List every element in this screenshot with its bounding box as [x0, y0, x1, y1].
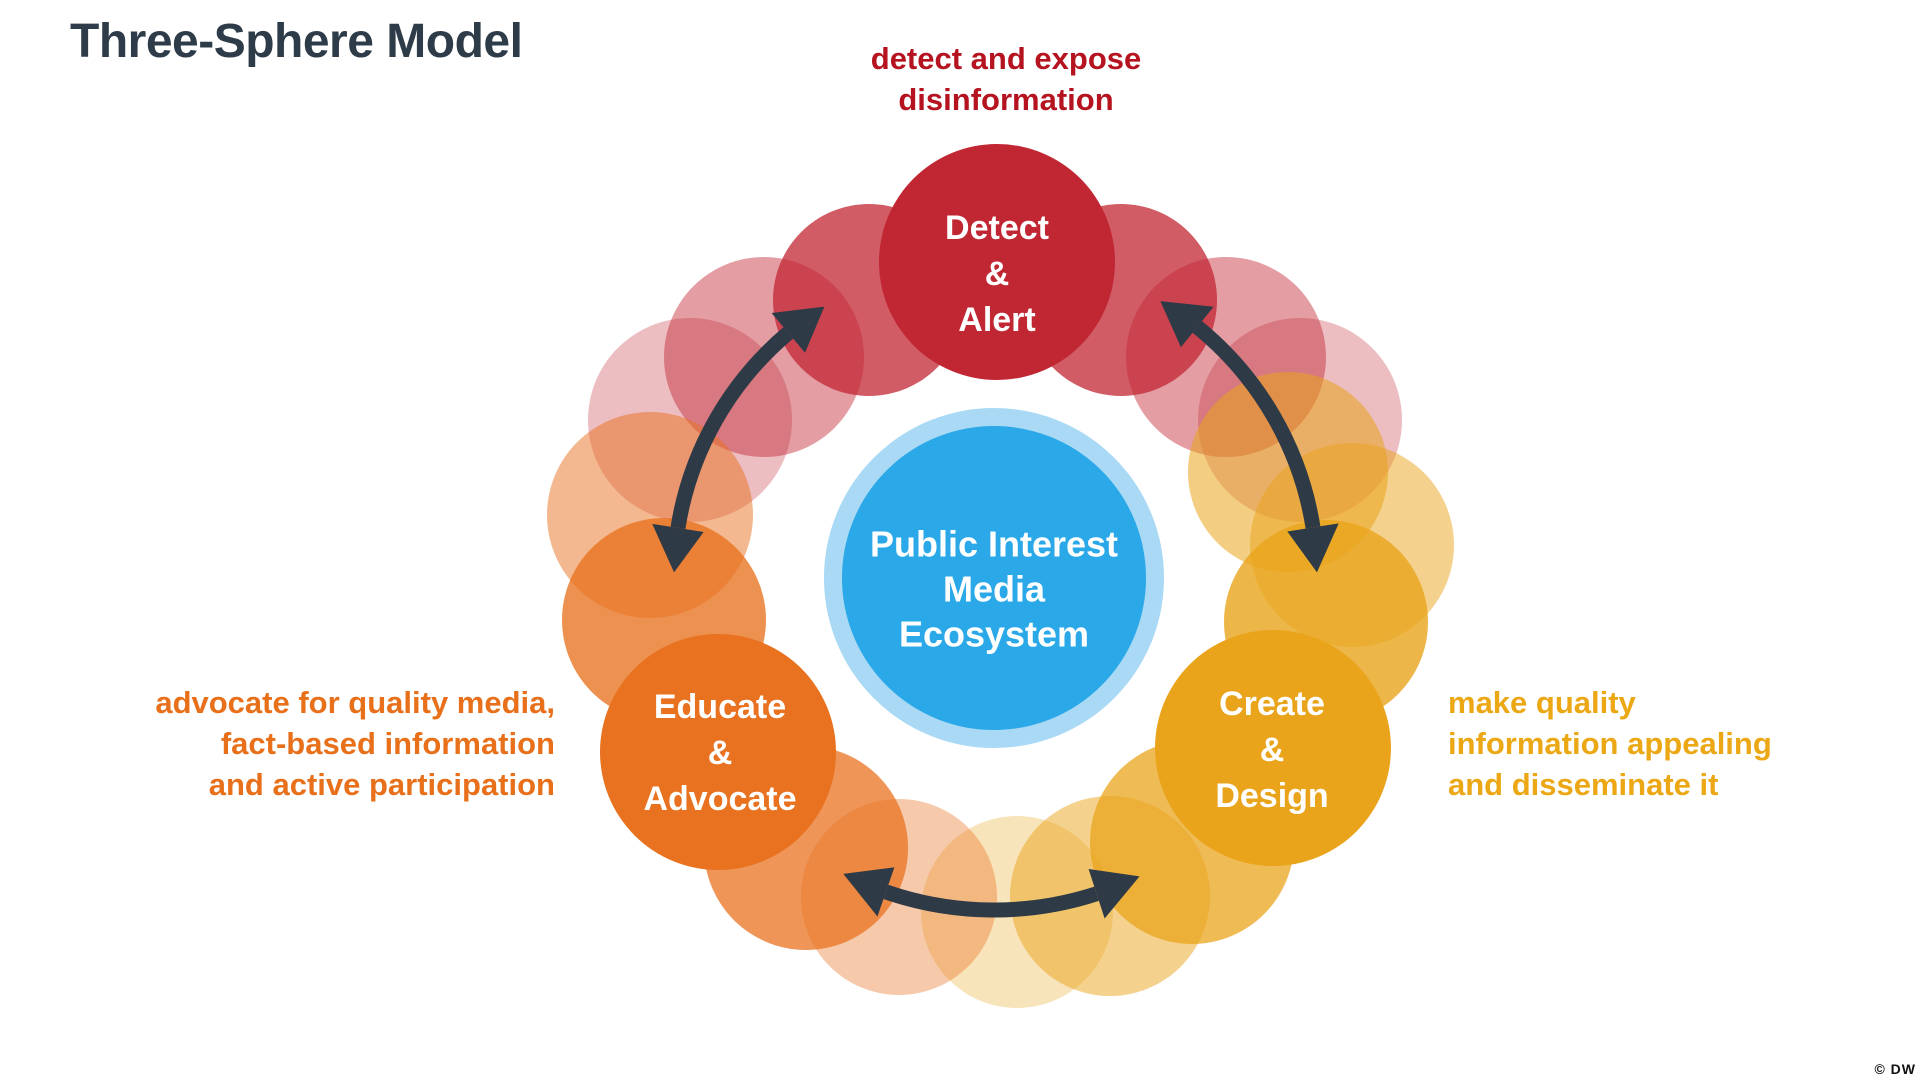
sphere-create: [1155, 630, 1391, 866]
sphere-label-create: Create & Design: [1215, 685, 1329, 815]
arrowhead-detect-create-1: [1160, 301, 1214, 348]
arrowhead-create-educate-1: [1088, 869, 1140, 919]
arrow-body-create-educate: [883, 884, 1099, 918]
page-title: Three-Sphere Model: [70, 15, 523, 68]
arrowhead-educate-detect-1: [652, 523, 704, 573]
copyright-credit: © DW: [1874, 1061, 1916, 1077]
arrow-body-educate-detect: [670, 327, 794, 530]
sphere-educate: [600, 634, 836, 870]
sphere-detect: [879, 144, 1115, 380]
annotation-educate: advocate for quality media, fact-based i…: [155, 685, 555, 802]
annotation-detect: detect and expose disinformation: [870, 41, 1142, 117]
annotation-create: make quality information appealing and d…: [1448, 685, 1772, 802]
arrow-body-detect-create: [1192, 321, 1321, 529]
arrowhead-educate-detect-2: [771, 306, 825, 353]
arrowhead-create-educate-2: [843, 867, 895, 917]
center-sphere-label: Public Interest Media Ecosystem: [869, 523, 1119, 655]
arrowhead-detect-create-2: [1287, 523, 1339, 573]
center-sphere: [824, 408, 1164, 748]
sphere-label-detect: Detect & Alert: [945, 209, 1049, 339]
sphere-label-educate: Educate & Advocate: [643, 688, 797, 818]
